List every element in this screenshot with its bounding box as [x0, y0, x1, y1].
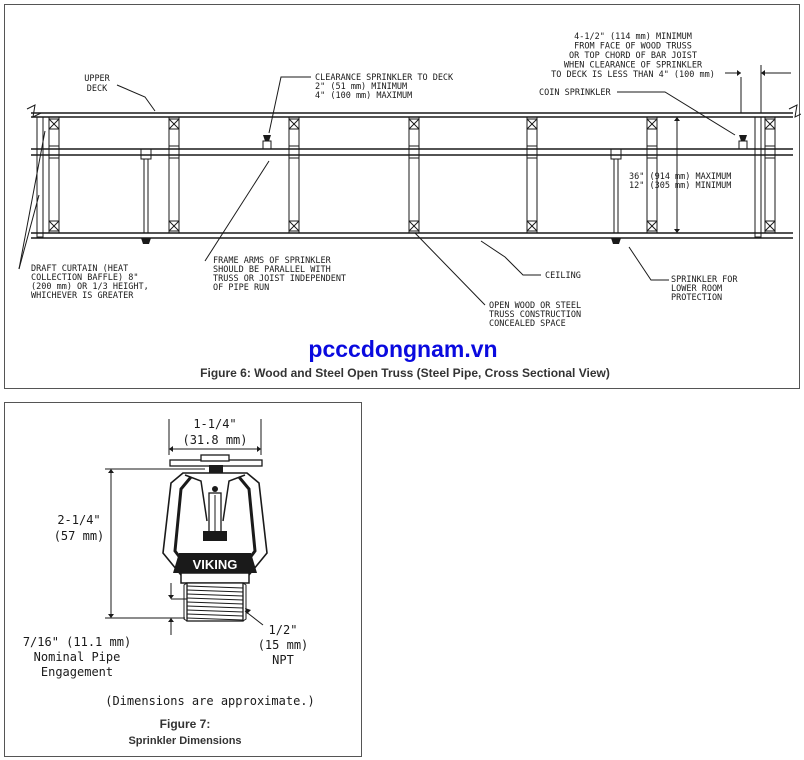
frame-arms-label-line-2: SHOULD BE PARALLEL WITH [213, 265, 331, 275]
draft-curtain-label-line-4: WHICHEVER IS GREATER [31, 291, 134, 301]
truss-post-1 [48, 117, 60, 233]
open-truss-leader [414, 232, 486, 306]
truss-post-3 [288, 117, 300, 233]
coin-clearance-label-line-1: 4-1/2" (114 mm) MINIMUM [574, 32, 692, 42]
truss-post-6 [646, 117, 658, 233]
upper-deck-leader [116, 84, 156, 112]
draft-curtain-label-line-2: COLLECTION BAFFLE) 8" [31, 273, 138, 283]
break-mark-left [26, 104, 42, 118]
ceiling-leader [480, 240, 541, 276]
drop-sprinkler-1 [140, 148, 152, 244]
coin-sprinkler-label: COIN SPRINKLER [539, 88, 612, 98]
max-min-label-line-1: 36" (914 mm) MAXIMUM [629, 172, 731, 182]
upper-deck-label-line-1: UPPER [84, 74, 110, 84]
upright-sprinkler [262, 135, 272, 150]
height-dim-mm: (57 mm) [54, 529, 105, 543]
frame-arms-leader [204, 160, 270, 262]
upper-deck-label-line-2: DECK [87, 84, 108, 94]
truss-post-4 [408, 117, 420, 233]
engagement-dim: 7/16" (11.1 mm) [23, 635, 131, 649]
truss-post-7 [764, 117, 776, 233]
frame-arms-label-line-1: FRAME ARMS OF SPRINKLER [213, 256, 332, 266]
lower-room-leader [628, 246, 669, 281]
frame-arms-label-line-4: OF PIPE RUN [213, 283, 269, 293]
truss-post-2 [168, 117, 180, 233]
figure-7-panel: 1-1/4" (31.8 mm) 2-1/4" (57 mm) VIKING [4, 402, 362, 757]
width-dim-mm: (31.8 mm) [182, 433, 247, 447]
draft-curtain-label-line-1: DRAFT CURTAIN (HEAT [31, 264, 128, 274]
approximate-note: (Dimensions are approximate.) [105, 694, 315, 708]
draft-leader-1 [18, 194, 40, 270]
draft-curtain-right [754, 116, 762, 238]
watermark: pcccdongnam.vn [308, 336, 497, 362]
draft-curtain-label-line-3: (200 mm) OR 1/3 HEIGHT, [31, 282, 149, 292]
viking-logo: VIKING [193, 557, 238, 572]
clearance-leader [268, 76, 311, 134]
figure-7-caption-subtitle: Sprinkler Dimensions [128, 735, 241, 747]
sprinkler-dimensions-drawing: 1-1/4" (31.8 mm) 2-1/4" (57 mm) VIKING [23, 417, 315, 747]
figure-6-caption: Figure 6: Wood and Steel Open Truss (Ste… [200, 366, 610, 380]
open-truss-label-line-2: TRUSS CONSTRUCTION [489, 310, 581, 320]
open-truss-label-line-3: CONCEALED SPACE [489, 319, 566, 329]
figure-7-caption-title: Figure 7: [160, 717, 211, 731]
coin-clearance-label-line-5: TO DECK IS LESS THAN 4" (100 mm) [551, 70, 715, 80]
clearance-label-line-3: 4" (100 mm) MAXIMUM [315, 91, 412, 101]
coin-clearance-label-line-3: OR TOP CHORD OF BAR JOIST [569, 51, 697, 61]
height-dim-inches: 2-1/4" [57, 513, 100, 527]
thread-size-inches: 1/2" [269, 623, 298, 637]
thread-leader [244, 610, 264, 626]
clearance-label-line-2: 2" (51 mm) MINIMUM [315, 82, 407, 92]
coin-clearance-label-line-4: WHEN CLEARANCE OF SPRINKLER [564, 61, 703, 71]
truss-post-5 [526, 117, 538, 233]
thread-size-mm: (15 mm) [258, 638, 309, 652]
break-mark-right [788, 104, 801, 118]
frame-arms-label-line-3: TRUSS OR JOIST INDEPENDENT [213, 274, 346, 284]
max-min-label-line-2: 12" (305 mm) MINIMUM [629, 181, 731, 191]
engagement-label-2: Engagement [41, 665, 113, 679]
coin-clearance-label-line-2: FROM FACE OF WOOD TRUSS [574, 42, 692, 52]
coin-sprinkler [738, 135, 748, 150]
coin-leader [617, 91, 736, 136]
lower-room-label-line-3: PROTECTION [671, 293, 722, 303]
width-dim-inches: 1-1/4" [193, 417, 236, 431]
clearance-label-line-1: CLEARANCE SPRINKLER TO DECK [315, 73, 454, 83]
thread-type: NPT [272, 653, 294, 667]
draft-leader-2 [18, 130, 46, 270]
engagement-label-1: Nominal Pipe [34, 650, 121, 664]
sprinkler-body: VIKING [162, 454, 268, 622]
open-truss-label-line-1: OPEN WOOD OR STEEL [489, 301, 581, 311]
lower-room-label-line-2: LOWER ROOM [671, 284, 722, 294]
ceiling-label: CEILING [545, 271, 581, 281]
drop-sprinkler-2 [610, 148, 622, 244]
lower-room-label-line-1: SPRINKLER FOR [671, 275, 738, 285]
draft-curtain-left [36, 116, 44, 238]
